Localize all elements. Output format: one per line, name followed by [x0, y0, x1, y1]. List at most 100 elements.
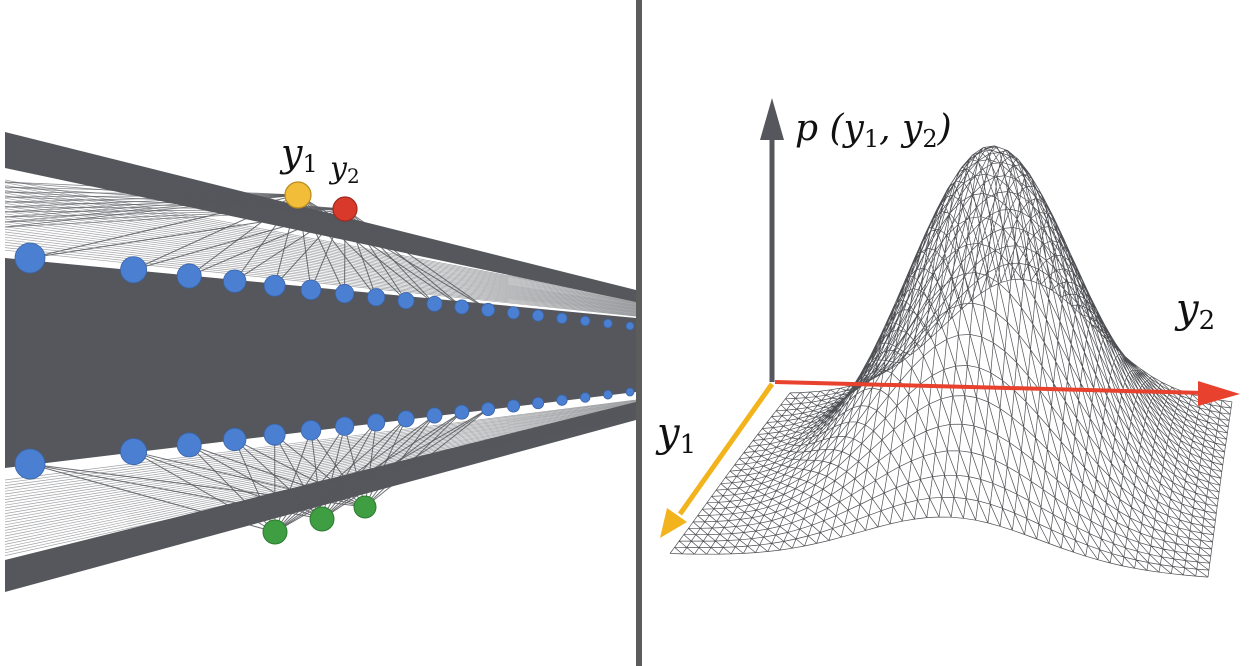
connection-line	[4, 229, 637, 312]
neuron-node	[531, 396, 545, 410]
neuron-node	[263, 274, 286, 297]
fan-line	[4, 208, 346, 213]
connection-line	[4, 210, 637, 308]
neuron-node	[176, 432, 202, 458]
fan-line	[4, 194, 299, 198]
fan-line	[4, 186, 299, 196]
neuron-node	[334, 416, 355, 436]
fan-line	[297, 194, 489, 311]
label-joint-probability: p (y1, y2)	[795, 108, 952, 153]
neuron-node	[367, 288, 386, 307]
fan-line	[29, 208, 346, 259]
fan-line	[4, 191, 346, 210]
connection-line	[4, 410, 637, 531]
connection-line	[4, 409, 637, 528]
fan-line	[4, 181, 299, 196]
neuron-node	[426, 295, 443, 312]
connection-line	[4, 409, 637, 526]
connection-line	[4, 412, 637, 540]
connection-line	[4, 406, 637, 512]
y1-axis	[677, 382, 775, 516]
fan-line	[310, 430, 323, 520]
connection-line	[4, 403, 637, 500]
fan-line	[133, 208, 346, 271]
connection-line	[4, 234, 637, 313]
fan-line	[4, 201, 346, 210]
neuron-node	[300, 420, 322, 441]
fan-line	[133, 451, 323, 520]
neuron-node	[223, 427, 247, 452]
connection-line	[4, 218, 637, 310]
fan-line	[364, 422, 377, 508]
fan-line	[188, 444, 276, 533]
fan-line	[344, 208, 489, 311]
fan-line	[234, 439, 276, 533]
fan-line	[4, 194, 299, 218]
neuron-node	[426, 407, 443, 424]
neuron-node	[14, 242, 46, 274]
label-y1: y1	[279, 131, 318, 178]
neuron-node	[120, 256, 148, 284]
connection-line	[4, 221, 637, 310]
neural-network-panel: y1 y2	[4, 131, 637, 592]
neuron-node	[397, 410, 415, 428]
connection-line	[4, 405, 637, 506]
connection-line	[4, 247, 637, 316]
fan-line	[321, 415, 435, 520]
neuron-node	[120, 438, 148, 466]
connection-line	[4, 226, 637, 312]
neuron-node	[223, 269, 247, 293]
neuron-node	[454, 404, 470, 420]
connection-line	[4, 403, 637, 498]
connection-line	[4, 405, 637, 509]
input-node	[262, 519, 288, 545]
connection-line	[4, 236, 637, 314]
connection-line	[4, 216, 637, 309]
connection-line	[4, 399, 637, 481]
bottom-neuron-row	[14, 387, 635, 480]
fan-line	[344, 208, 435, 305]
neuron-node	[603, 318, 613, 329]
connection-line	[4, 203, 637, 306]
fan-line	[274, 425, 345, 533]
fan-line	[274, 434, 323, 520]
connection-line	[4, 411, 637, 537]
connection-line	[4, 213, 637, 309]
connection-line	[4, 239, 637, 315]
fan-line	[364, 411, 463, 508]
fan-line	[344, 426, 366, 508]
vertical-axis-arrowhead	[760, 98, 784, 140]
connection-line	[4, 242, 637, 315]
connection-line	[4, 195, 637, 304]
fan-line	[188, 444, 323, 520]
fan-line	[310, 208, 346, 291]
lower-bundle	[5, 402, 636, 592]
fan-line	[297, 194, 407, 301]
connection-line	[4, 187, 637, 303]
fan-line	[4, 208, 346, 218]
connection-line	[4, 415, 637, 556]
output-node-y1	[284, 181, 312, 209]
fan-line	[344, 208, 377, 298]
fan-line	[344, 208, 407, 301]
connection-line	[4, 408, 637, 523]
neuron-node	[14, 448, 46, 480]
y2-axis	[774, 380, 1206, 395]
y2-axis-arrowhead	[1198, 381, 1240, 406]
connection-line	[4, 413, 637, 545]
panel-divider	[636, 0, 642, 666]
neuron-node	[367, 413, 386, 432]
neuron-node	[506, 399, 521, 413]
fan-line	[133, 451, 366, 508]
connection-line	[4, 406, 637, 514]
neuron-node	[334, 284, 355, 304]
fan-line	[4, 194, 299, 208]
fan-line	[188, 208, 346, 277]
fan-line	[321, 418, 407, 520]
fan-line	[4, 208, 346, 228]
output-node-y2	[332, 196, 358, 222]
fan-line	[364, 418, 407, 508]
fan-line	[364, 415, 435, 508]
neuron-node	[579, 392, 591, 403]
fan-line	[29, 463, 323, 520]
